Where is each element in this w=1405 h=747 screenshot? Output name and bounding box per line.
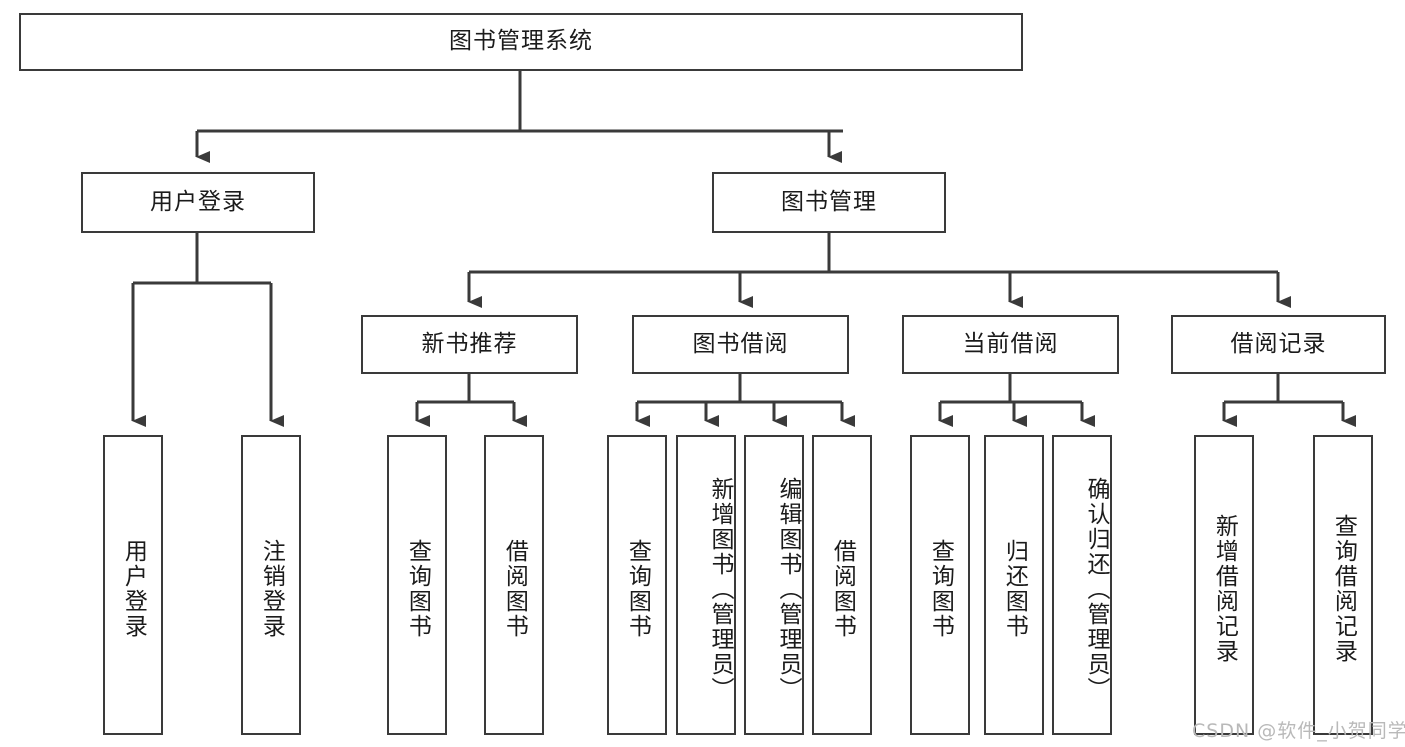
- node-book-management[interactable]: 图书管理: [712, 172, 946, 233]
- node-label: 查询借阅记录: [1330, 514, 1357, 664]
- leaf-query-borrow-record[interactable]: 查询借阅记录: [1313, 435, 1373, 735]
- node-label: 确认归还（管理员）: [1083, 476, 1109, 702]
- node-label: 借阅记录: [1230, 330, 1327, 357]
- node-label: 用户登录: [120, 539, 147, 639]
- leaf-add-book-admin[interactable]: 新增图书（管理员）: [676, 435, 736, 735]
- leaf-logout[interactable]: 注销登录: [241, 435, 301, 735]
- node-borrow-record[interactable]: 借阅记录: [1171, 315, 1386, 374]
- node-label: 用户登录: [150, 188, 246, 215]
- node-new-book-recommend[interactable]: 新书推荐: [361, 315, 578, 374]
- node-label: 查询图书: [624, 539, 651, 639]
- node-label: 图书借阅: [692, 330, 789, 357]
- leaf-query-book-current[interactable]: 查询图书: [910, 435, 970, 735]
- node-label: 编辑图书（管理员）: [775, 476, 801, 702]
- node-label: 新书推荐: [421, 330, 518, 357]
- node-book-borrow[interactable]: 图书借阅: [632, 315, 849, 374]
- node-label: 注销登录: [258, 539, 285, 639]
- node-label: 借阅图书: [501, 539, 528, 639]
- node-label: 图书管理: [781, 188, 877, 215]
- node-label: 当前借阅: [962, 330, 1059, 357]
- leaf-query-book-recommend[interactable]: 查询图书: [387, 435, 447, 735]
- leaf-borrow-book-recommend[interactable]: 借阅图书: [484, 435, 544, 735]
- node-label: 归还图书: [1001, 539, 1028, 639]
- leaf-return-book[interactable]: 归还图书: [984, 435, 1044, 735]
- node-label: 查询图书: [404, 539, 431, 639]
- node-root-book-management-system[interactable]: 图书管理系统: [19, 13, 1023, 71]
- node-label: 借阅图书: [829, 539, 856, 639]
- leaf-borrow-book[interactable]: 借阅图书: [812, 435, 872, 735]
- leaf-query-book-borrow[interactable]: 查询图书: [607, 435, 667, 735]
- node-label: 新增借阅记录: [1211, 514, 1238, 664]
- node-label: 新增图书（管理员）: [707, 476, 733, 702]
- node-label: 查询图书: [927, 539, 954, 639]
- leaf-add-borrow-record[interactable]: 新增借阅记录: [1194, 435, 1254, 735]
- watermark: CSDN @软件_小贺同学: [1192, 720, 1405, 742]
- node-user-login[interactable]: 用户登录: [81, 172, 315, 233]
- leaf-user-login[interactable]: 用户登录: [103, 435, 163, 735]
- node-current-borrow[interactable]: 当前借阅: [902, 315, 1119, 374]
- leaf-edit-book-admin[interactable]: 编辑图书（管理员）: [744, 435, 804, 735]
- leaf-confirm-return-admin[interactable]: 确认归还（管理员）: [1052, 435, 1112, 735]
- node-label: 图书管理系统: [449, 28, 593, 55]
